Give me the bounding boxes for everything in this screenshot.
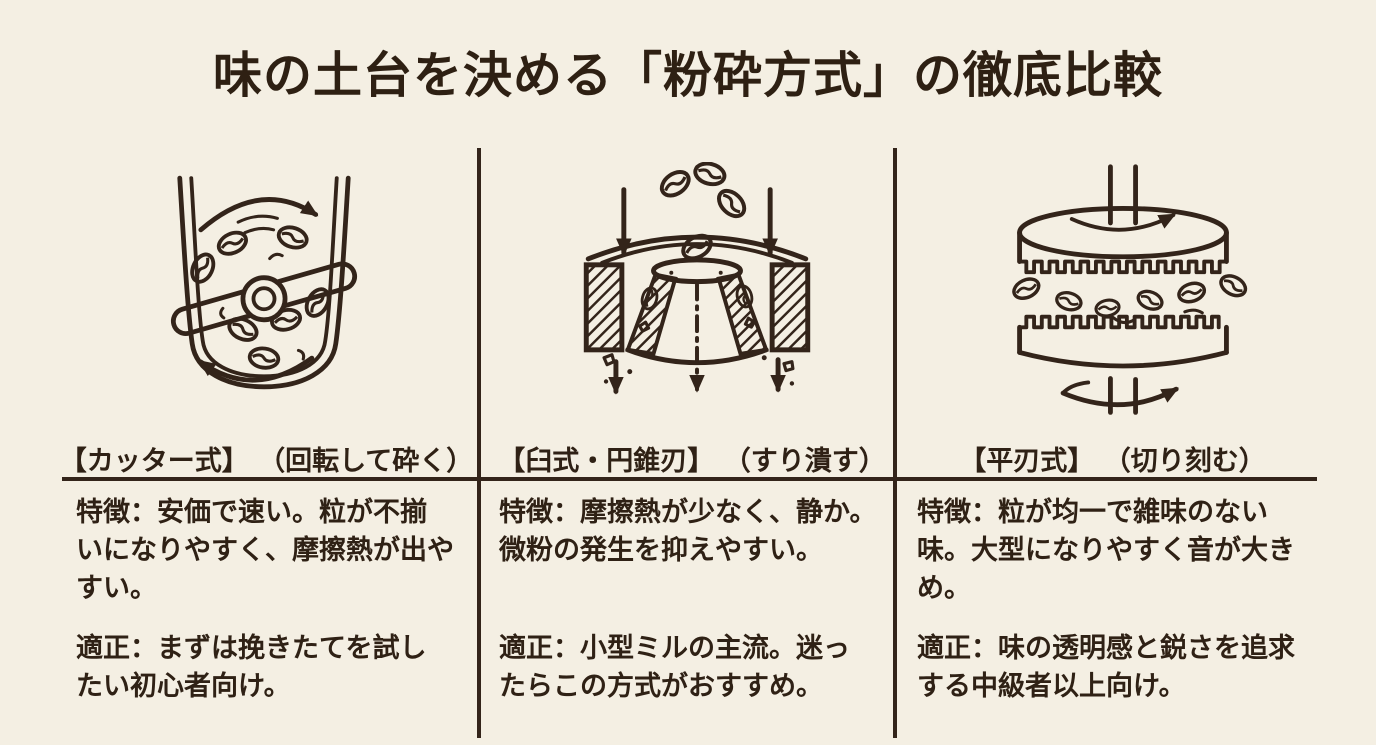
- drive-shaft-bottom: [1107, 376, 1138, 415]
- header-divider-line: [62, 477, 1317, 481]
- crushed-particles: [602, 282, 795, 386]
- flat-burr-icon: [1008, 164, 1251, 415]
- features-text: 特徴：安価で速い。粒が不揃 いになりやすく、摩擦熱が出や すい。: [76, 497, 454, 604]
- inner-cone: [625, 257, 769, 393]
- flat-burr-illustration: [897, 148, 1376, 438]
- cutter-illustration: [0, 148, 477, 438]
- comparison-table: 【カッター式】 （回転して砕く） 特徴：安価で速い。粒が不揃 いになりやすく、摩…: [0, 148, 1376, 738]
- grounds-arrows: [608, 357, 786, 395]
- page-title: 味の土台を決める「粉砕方式」の徹底比較: [212, 46, 1163, 104]
- column-header: 【カッター式】 （回転して砕く）: [59, 445, 474, 477]
- column-body: 特徴：安価で速い。粒が不揃 いになりやすく、摩擦熱が出や すい。 適正：まずは挽…: [0, 481, 477, 738]
- column-body: 特徴：摩擦熱が少なく、静か。 微粉の発生を抑えやすい。 適正：小型ミルの主流。迷…: [481, 481, 893, 738]
- suitability-text: 適正：味の透明感と鋭さを追求 する中級者以上向け。: [917, 633, 1295, 702]
- features-text: 特徴：摩擦熱が少なく、静か。 微粉の発生を抑えやすい。: [499, 497, 877, 566]
- rotation-arrows: [197, 197, 318, 383]
- suitability-text: 適正：小型ミルの主流。迷っ たらこの方式がおすすめ。: [499, 633, 850, 702]
- outer-burr-ring: [583, 234, 811, 353]
- column-cutter: 【カッター式】 （回転して砕く） 特徴：安価で速い。粒が不揃 いになりやすく、摩…: [0, 148, 477, 738]
- column-header: 【臼式・円錐刃】 （すり潰す）: [498, 445, 886, 477]
- top-burr-disc: [1016, 205, 1229, 275]
- drive-shaft-top: [1107, 164, 1138, 226]
- rotation-arrow-bottom: [1060, 380, 1179, 408]
- conical-burr-icon: [583, 162, 811, 395]
- coffee-beans: [185, 222, 335, 372]
- feed-arrows: [616, 187, 778, 257]
- propeller-blade: [170, 261, 357, 337]
- bottom-burr-disc: [1016, 314, 1229, 369]
- column-body: 特徴：粒が均一で雑味のない 味。大型になりやすく音が大き め。 適正：味の透明感…: [897, 481, 1376, 738]
- column-header: 【平刃式】 （切り刻む）: [959, 445, 1266, 477]
- features-text: 特徴：粒が均一で雑味のない 味。大型になりやすく音が大き め。: [917, 497, 1295, 604]
- blade-grinder-icon: [170, 175, 357, 390]
- conical-burr-illustration: [481, 148, 893, 438]
- suitability-text: 適正：まずは挽きたてを試し たい初心者向け。: [76, 633, 427, 702]
- column-conical-burr: 【臼式・円錐刃】 （すり潰す） 特徴：摩擦熱が少なく、静か。 微粉の発生を抑えや…: [477, 148, 897, 738]
- column-flat-burr: 【平刃式】 （切り刻む） 特徴：粒が均一で雑味のない 味。大型になりやすく音が大…: [897, 148, 1376, 738]
